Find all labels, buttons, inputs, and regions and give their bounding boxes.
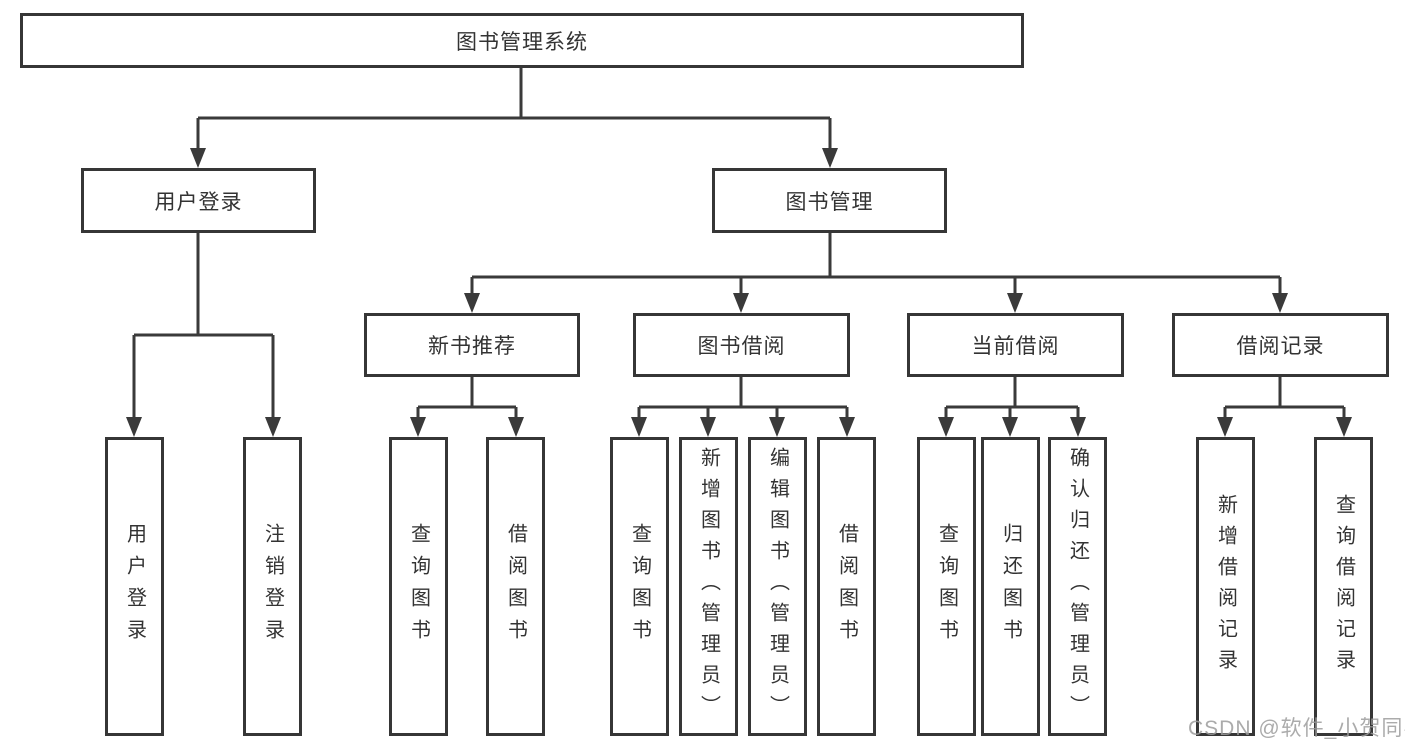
node-library-system-root: 图书管理系统	[20, 13, 1024, 68]
node-label: 查询图书	[935, 522, 958, 651]
node-recommend-borrow-books: 借阅图书	[486, 437, 545, 736]
node-label: 当前借阅	[971, 335, 1060, 358]
node-current-confirm-return-admin: 确认归还（管理员）	[1048, 437, 1107, 736]
node-label: 编辑图书（管理员）	[766, 447, 789, 726]
node-label: 图书管理系统	[456, 30, 588, 54]
node-label: 用户登录	[123, 522, 146, 651]
node-current-return-books: 归还图书	[981, 437, 1040, 736]
node-records-add-record: 新增借阅记录	[1196, 437, 1255, 736]
node-label: 图书借阅	[697, 335, 786, 358]
node-label: 借阅图书	[835, 522, 858, 651]
node-label: 新增图书（管理员）	[697, 447, 720, 726]
node-current-query-books: 查询图书	[917, 437, 976, 736]
node-book-management-branch: 图书管理	[712, 168, 947, 233]
node-label: 查询图书	[628, 522, 651, 651]
node-current-borrowing: 当前借阅	[907, 313, 1124, 377]
node-label: 查询借阅记录	[1332, 493, 1355, 680]
node-records-query-record: 查询借阅记录	[1314, 437, 1373, 736]
node-borrowing-records: 借阅记录	[1172, 313, 1389, 377]
node-label: 借阅图书	[504, 522, 527, 651]
node-login-leaf: 用户登录	[105, 437, 164, 736]
node-label: 归还图书	[999, 522, 1022, 651]
node-label: 用户登录	[154, 190, 243, 214]
node-new-book-recommend: 新书推荐	[364, 313, 580, 377]
node-borrowing-edit-books-admin: 编辑图书（管理员）	[748, 437, 807, 736]
node-borrowing-borrow-books: 借阅图书	[817, 437, 876, 736]
node-logout-leaf: 注销登录	[243, 437, 302, 736]
node-label: 查询图书	[407, 522, 430, 651]
connector-lines	[132, 68, 1346, 421]
node-label: 借阅记录	[1236, 335, 1325, 358]
node-borrowing-query-books: 查询图书	[610, 437, 669, 736]
node-label: 确认归还（管理员）	[1066, 447, 1089, 726]
node-label: 图书管理	[785, 190, 874, 214]
node-recommend-query-books: 查询图书	[389, 437, 448, 736]
node-label: 新增借阅记录	[1214, 493, 1237, 680]
node-label: 注销登录	[261, 522, 284, 651]
node-label: 新书推荐	[428, 335, 516, 358]
node-borrowing-add-books-admin: 新增图书（管理员）	[679, 437, 738, 736]
node-user-login-branch: 用户登录	[81, 168, 316, 233]
node-book-borrowing: 图书借阅	[633, 313, 850, 377]
